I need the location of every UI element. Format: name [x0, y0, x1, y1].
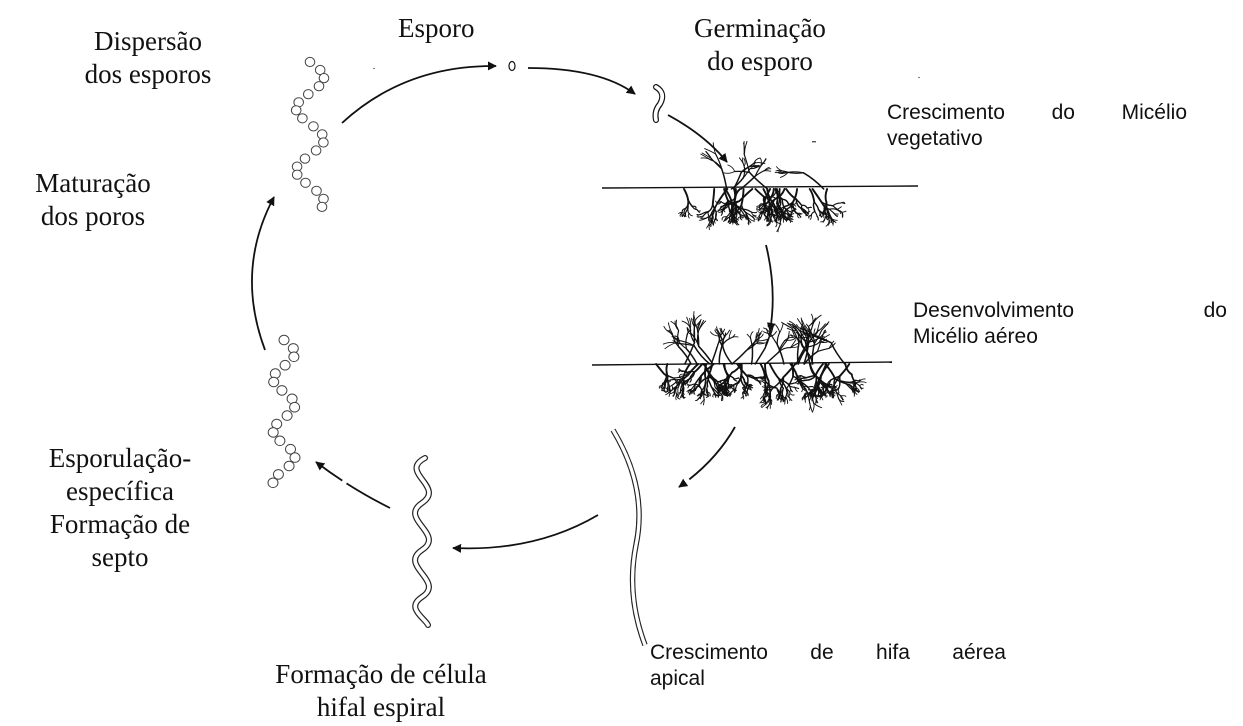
aerial-mycelium-icon	[655, 311, 867, 413]
germination-label-line2: do esporo	[707, 46, 813, 76]
germination-label-line1: Germinação	[694, 13, 826, 43]
spore-label: Esporo	[398, 12, 475, 45]
aerial-label-line2: Micélio aéreo	[913, 325, 1038, 348]
maturation-label-line2: dos poros	[40, 201, 146, 231]
vegetative-label-line1: Crescimento do Micélio	[887, 101, 1187, 124]
arrow-spiral-to-septation	[315, 461, 391, 509]
speck	[812, 141, 816, 143]
germination-label: Germinação do esporo	[694, 12, 826, 78]
apical-label: Crescimento de hifa aérea apical	[650, 640, 1006, 692]
arrow-germination-to-vegetative	[667, 114, 728, 163]
spore-icon	[508, 60, 516, 72]
arrow-spore-to-germination	[527, 67, 636, 95]
arrow-vegetative-to-aerial	[765, 244, 776, 332]
dispersal-label-line1: Dispersão	[94, 26, 202, 56]
aerial-label: Desenvolvimento do Micélio aéreo	[913, 298, 1227, 350]
septation-label-line2: específica	[66, 476, 174, 506]
septation-label-line4: septo	[91, 542, 149, 572]
arrow-dispersal-to-spore	[341, 61, 497, 124]
speck	[373, 68, 375, 69]
apical-label-line1: Crescimento de hifa aérea	[650, 641, 1006, 664]
maturation-label: Maturação dos poros	[0, 167, 186, 233]
vegetative-label-line2: vegetativo	[887, 127, 983, 150]
spore-chain-mature-icon	[290, 56, 330, 212]
arrow-aerial-to-apical	[678, 426, 736, 488]
spiral-label-line1: Formação de célula	[275, 659, 487, 689]
apical-label-line2: apical	[650, 667, 705, 690]
dispersal-label-line2: dos esporos	[84, 59, 212, 89]
maturation-label-line1: Maturação	[35, 168, 151, 198]
aerial-label-line1: Desenvolvimento do	[913, 299, 1227, 322]
speck	[918, 77, 920, 78]
spiral-label-line2: hifal espiral	[316, 692, 446, 722]
vegetative-label: Crescimento do Micélio vegetativo	[887, 100, 1187, 152]
dispersal-label: Dispersão dos esporos	[60, 25, 236, 91]
spore-chain-septated-icon	[267, 334, 301, 489]
arrow-septation-to-maturation	[251, 196, 275, 351]
septation-label-line3: Formação de	[49, 509, 191, 539]
spore-label-text: Esporo	[398, 13, 475, 43]
arrow-apical-to-spiral	[452, 514, 599, 553]
substrate-line	[601, 185, 919, 189]
septation-label: Esporulação- específica Formação de sept…	[8, 442, 232, 574]
spiral-label: Formação de célula hifal espiral	[225, 658, 537, 724]
septation-label-line1: Esporulação-	[48, 443, 192, 473]
vegetative-mycelium-icon	[678, 140, 847, 233]
